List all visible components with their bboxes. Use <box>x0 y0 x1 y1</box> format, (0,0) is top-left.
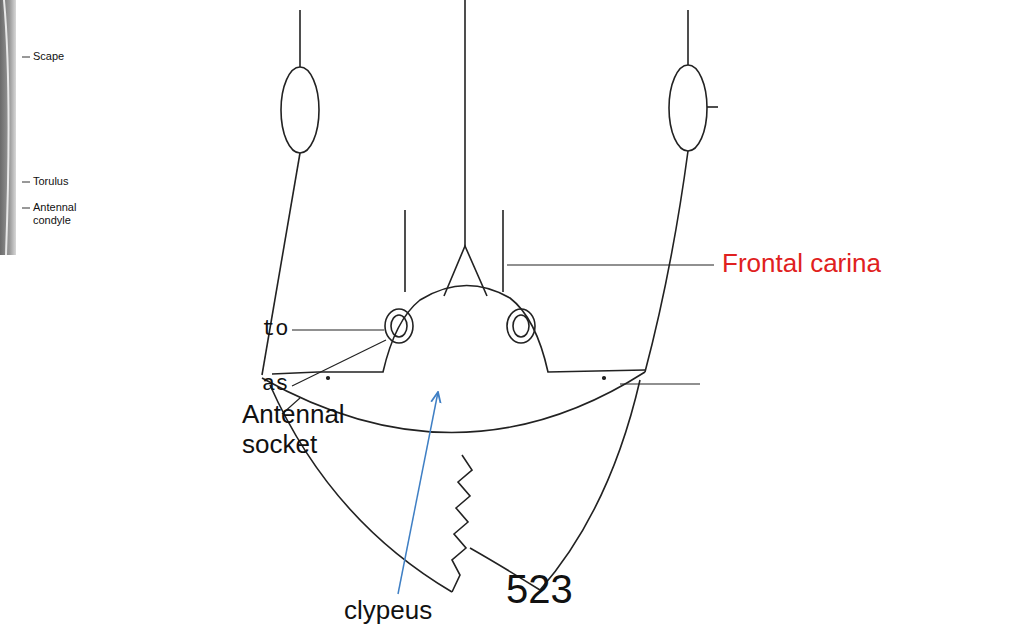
pointer-arrow <box>398 392 438 594</box>
photo-strip <box>0 0 16 255</box>
part-name: Torulus <box>33 175 68 188</box>
leader-lines <box>282 265 714 414</box>
abbreviation: as <box>262 372 288 397</box>
part-name: clypeus <box>344 596 432 626</box>
part-name: Frontal carina <box>722 249 881 279</box>
part-name: Antennal condyle <box>33 201 108 226</box>
photo-ticks <box>22 57 30 208</box>
part-name: Antennal socket <box>242 400 372 460</box>
part-name: Scape <box>33 50 64 63</box>
head-outline <box>262 0 718 592</box>
figure-number: 523 <box>506 566 573 612</box>
photo-highlight <box>4 0 9 255</box>
abbreviation: to <box>262 317 288 342</box>
